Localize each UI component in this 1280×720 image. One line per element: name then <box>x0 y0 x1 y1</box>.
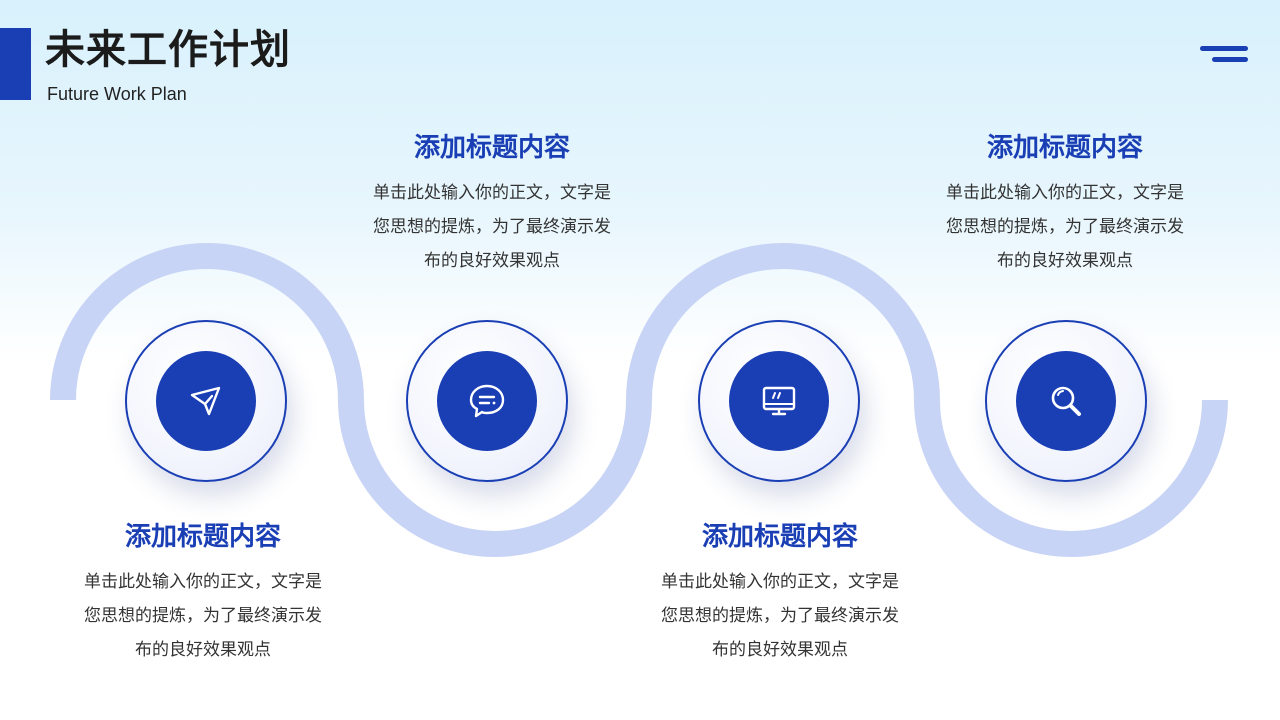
step-node-2-inner <box>437 351 537 451</box>
step-block-2: 添加标题内容 单击此处输入你的正文，文字是 您思想的提炼，为了最终演示发 布的良… <box>342 130 642 278</box>
step-body-line: 您思想的提炼，为了最终演示发 <box>84 606 322 626</box>
step-body-line: 布的良好效果观点 <box>997 251 1133 271</box>
step-heading: 添加标题内容 <box>124 522 281 552</box>
step-body-line: 您思想的提炼，为了最终演示发 <box>373 217 611 237</box>
step-node-3 <box>698 320 860 482</box>
step-body: 单击此处输入你的正文，文字是 您思想的提炼，为了最终演示发 布的良好效果观点 <box>630 565 930 667</box>
step-body: 单击此处输入你的正文，文字是 您思想的提炼，为了最终演示发 布的良好效果观点 <box>915 176 1215 278</box>
menu-icon[interactable] <box>1200 44 1250 66</box>
step-body-line: 单击此处输入你的正文，文字是 <box>661 572 899 592</box>
page-title: 未来工作计划 <box>45 26 291 73</box>
step-body-line: 布的良好效果观点 <box>712 640 848 660</box>
step-node-3-inner <box>729 351 829 451</box>
step-node-2 <box>406 320 568 482</box>
chat-icon <box>469 384 505 418</box>
step-heading: 添加标题内容 <box>413 133 570 163</box>
step-node-4 <box>985 320 1147 482</box>
step-body-line: 您思想的提炼，为了最终演示发 <box>661 606 899 626</box>
step-body-line: 单击此处输入你的正文，文字是 <box>946 183 1184 203</box>
step-body-line: 布的良好效果观点 <box>424 251 560 271</box>
page-subtitle: Future Work Plan <box>47 84 187 104</box>
step-heading: 添加标题内容 <box>701 522 858 552</box>
send-icon <box>190 386 221 416</box>
step-body-line: 单击此处输入你的正文，文字是 <box>373 183 611 203</box>
step-body: 单击此处输入你的正文，文字是 您思想的提炼，为了最终演示发 布的良好效果观点 <box>342 176 642 278</box>
step-body-line: 您思想的提炼，为了最终演示发 <box>946 217 1184 237</box>
step-block-4: 添加标题内容 单击此处输入你的正文，文字是 您思想的提炼，为了最终演示发 布的良… <box>915 130 1215 278</box>
step-node-4-inner <box>1016 351 1116 451</box>
step-block-1: 添加标题内容 单击此处输入你的正文，文字是 您思想的提炼，为了最终演示发 布的良… <box>53 519 353 667</box>
step-heading: 添加标题内容 <box>986 133 1143 163</box>
step-node-1 <box>125 320 287 482</box>
step-body-line: 单击此处输入你的正文，文字是 <box>84 572 322 592</box>
search-icon <box>1051 386 1081 416</box>
monitor-icon <box>762 386 796 416</box>
step-block-3: 添加标题内容 单击此处输入你的正文，文字是 您思想的提炼，为了最终演示发 布的良… <box>630 519 930 667</box>
step-node-1-inner <box>156 351 256 451</box>
step-body: 单击此处输入你的正文，文字是 您思想的提炼，为了最终演示发 布的良好效果观点 <box>53 565 353 667</box>
title-accent-bar <box>0 28 31 100</box>
step-body-line: 布的良好效果观点 <box>135 640 271 660</box>
